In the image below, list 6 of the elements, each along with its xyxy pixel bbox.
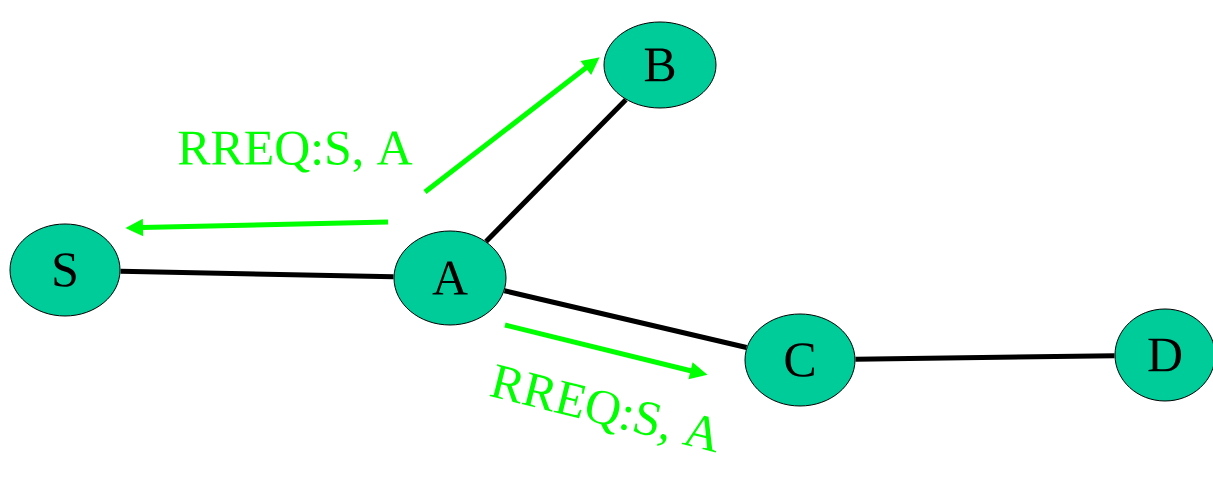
link-line — [503, 288, 748, 350]
edge-label: RREQ:S, A — [484, 362, 726, 462]
link-line — [855, 353, 1115, 362]
link-line — [120, 268, 394, 280]
edge-label: RREQ:S, A — [176, 130, 414, 174]
link-line — [484, 97, 628, 244]
